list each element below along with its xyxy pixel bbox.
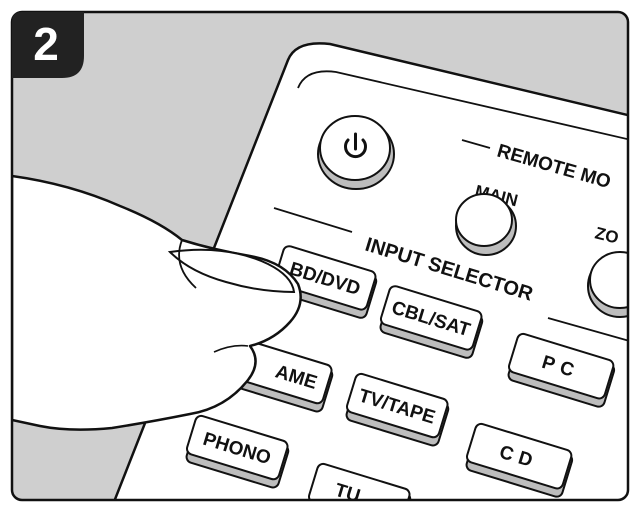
power-icon	[344, 132, 367, 159]
pc-button[interactable]: PC	[505, 332, 617, 408]
tuner-button[interactable]: TU	[305, 462, 413, 512]
phono-button[interactable]: PHONO	[183, 414, 291, 489]
tuner-label: TU	[332, 480, 362, 507]
bd-dvd-button[interactable]: BD/DVD	[271, 245, 379, 320]
power-button[interactable]	[317, 115, 395, 190]
step-badge: 2	[12, 12, 84, 78]
thumbnail	[167, 248, 296, 294]
cd-button[interactable]: CD	[463, 422, 575, 498]
cbl-sat-button[interactable]: CBL/SAT	[377, 285, 485, 360]
tv-tape-button[interactable]: TV/TAPE	[343, 372, 451, 447]
main-zone-button[interactable]	[455, 193, 517, 256]
zone-button[interactable]	[587, 251, 640, 318]
frame-border	[10, 10, 630, 502]
step-number: 2	[33, 18, 59, 70]
hand	[12, 174, 302, 431]
